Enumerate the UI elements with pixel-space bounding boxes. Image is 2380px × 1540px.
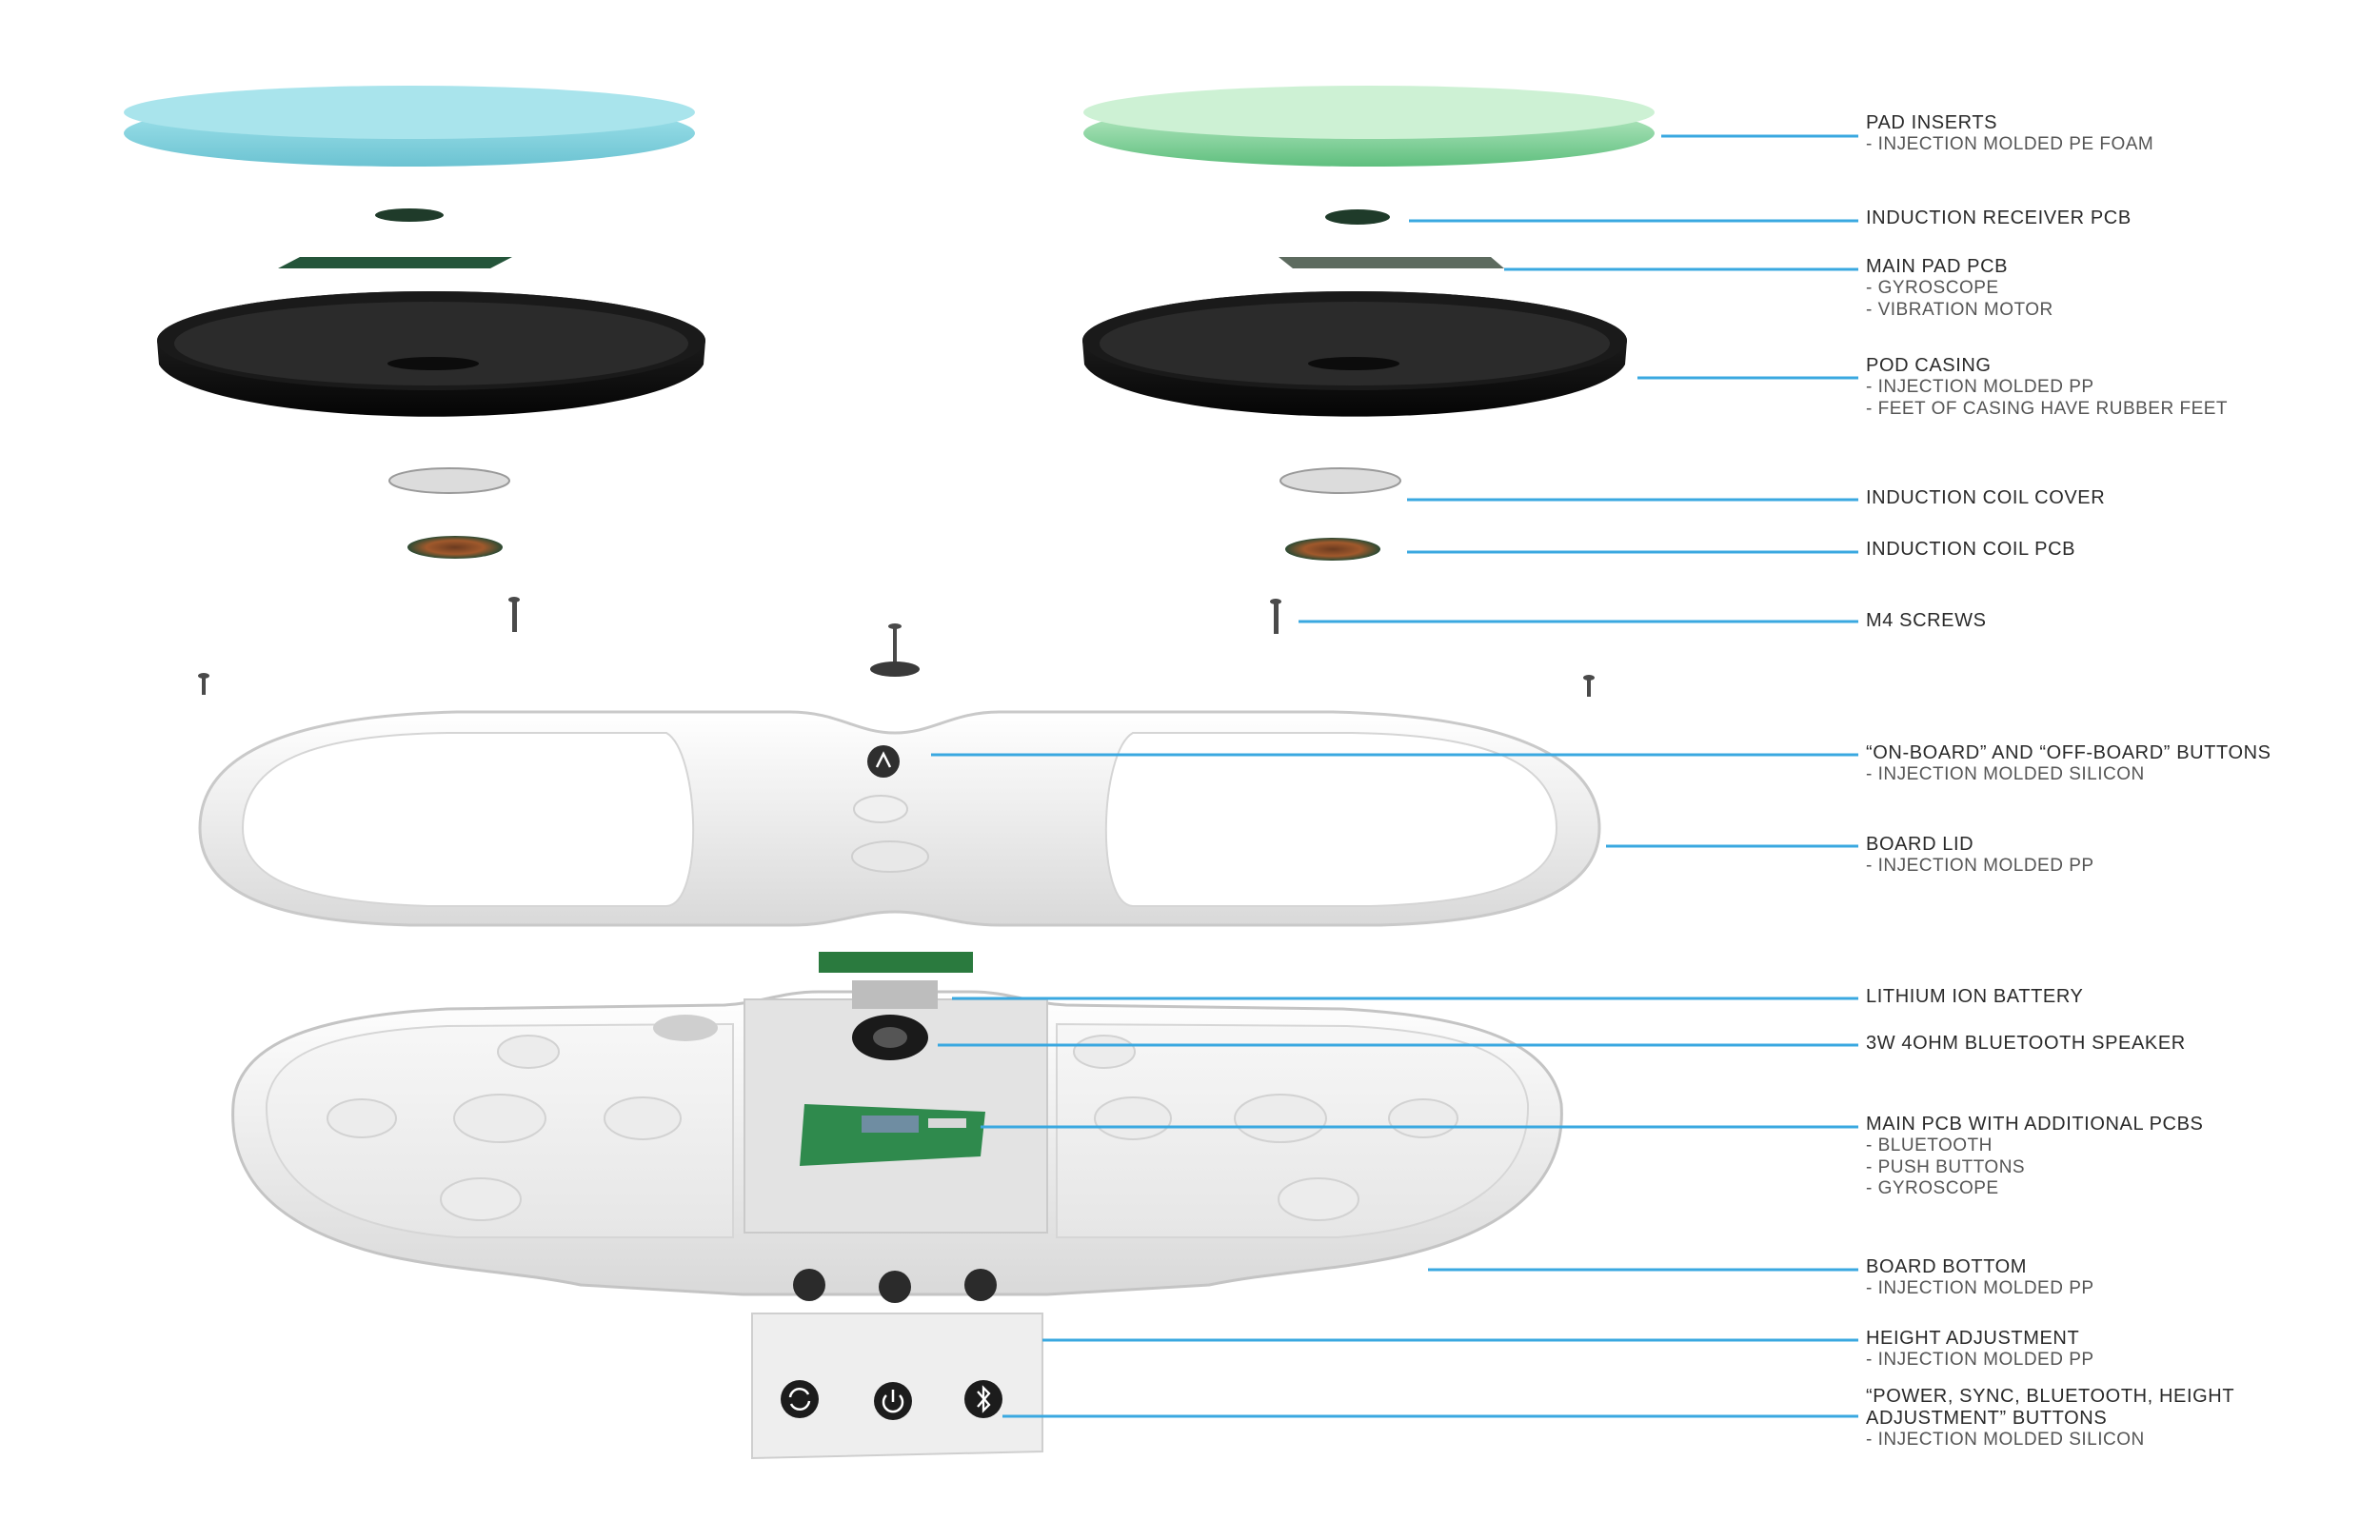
callout-board-bottom: BOARD BOTTOM- INJECTION MOLDED PP (1866, 1256, 2361, 1300)
callout-detail: - INJECTION MOLDED PP (1866, 1278, 2094, 1298)
callout-title: BOARD BOTTOM (1866, 1256, 2028, 1277)
callout-title: INDUCTION COIL PCB (1866, 539, 2076, 560)
callout-title: “ON-BOARD” AND “OFF-BOARD” BUTTONS (1866, 742, 2271, 763)
callout-title: “POWER, SYNC, BLUETOOTH, HEIGHT (1866, 1386, 2235, 1407)
pad-insert-left (124, 86, 695, 167)
callout-title: BOARD LID (1866, 834, 1974, 855)
callout-title: LITHIUM ION BATTERY (1866, 986, 2084, 1007)
callout-title: INDUCTION RECEIVER PCB (1866, 207, 2132, 228)
callout-main-pad-pcb: MAIN PAD PCB- GYROSCOPE- VIBRATION MOTOR (1866, 256, 2361, 321)
callout-board-lid: BOARD LID- INJECTION MOLDED PP (1866, 834, 2361, 878)
callout-board-buttons: “ON-BOARD” AND “OFF-BOARD” BUTTONS- INJE… (1866, 742, 2361, 786)
callout-detail: - VIBRATION MOTOR (1866, 299, 2053, 320)
callout-title: HEIGHT ADJUSTMENT (1866, 1328, 2080, 1349)
callout-bluetooth-speaker: 3W 4OHM BLUETOOTH SPEAKER (1866, 1033, 2361, 1055)
callout-induction-receiver-pcb: INDUCTION RECEIVER PCB (1866, 207, 2361, 229)
main-pad-pcb-right (1279, 257, 1504, 268)
height-adjustment (751, 1313, 1043, 1460)
main-pad-pcb-left (278, 257, 512, 268)
callout-induction-coil-pcb: INDUCTION COIL PCB (1866, 539, 2361, 561)
pod-casing-left (157, 291, 705, 417)
callout-title: 3W 4OHM BLUETOOTH SPEAKER (1866, 1033, 2186, 1054)
callout-title: PAD INSERTS (1866, 112, 1998, 133)
pod-casing-right (1082, 291, 1627, 417)
callout-title: POD CASING (1866, 355, 1992, 376)
callout-detail: - GYROSCOPE (1866, 278, 1999, 298)
pad-insert-right (1083, 86, 1655, 167)
leader-lines (931, 134, 1858, 1418)
callout-detail: - GYROSCOPE (1866, 1178, 1999, 1198)
callout-lithium-ion-battery: LITHIUM ION BATTERY (1866, 986, 2361, 1008)
callout-height-adjustment: HEIGHT ADJUSTMENT- INJECTION MOLDED PP (1866, 1328, 2361, 1372)
callout-detail: - BLUETOOTH (1866, 1135, 1993, 1155)
callout-title-continued: ADJUSTMENT” BUTTONS (1866, 1408, 2108, 1429)
callout-detail: - PUSH BUTTONS (1866, 1156, 2026, 1177)
callout-m4-screws: M4 SCREWS (1866, 610, 2361, 632)
callout-detail: - INJECTION MOLDED PP (1866, 377, 2094, 397)
induction-receiver-pcb-left (375, 208, 444, 222)
main-pcb (800, 1104, 985, 1166)
callout-title: INDUCTION COIL COVER (1866, 487, 2106, 508)
callout-pad-inserts: PAD INSERTS- INJECTION MOLDED PE FOAM (1866, 112, 2361, 156)
bluetooth-speaker (852, 980, 938, 1060)
lithium-ion-battery (819, 952, 973, 973)
callout-main-pcb: MAIN PCB WITH ADDITIONAL PCBS- BLUETOOTH… (1866, 1114, 2361, 1200)
induction-receiver-pcb-right (1325, 209, 1390, 225)
induction-coil-pcb-right (1285, 538, 1380, 561)
callout-detail: - INJECTION MOLDED PP (1866, 856, 2094, 876)
induction-coil-pcb-left (407, 536, 503, 559)
callout-title: M4 SCREWS (1866, 610, 1987, 631)
on-board-icon (867, 745, 900, 778)
callout-induction-coil-cover: INDUCTION COIL COVER (1866, 487, 2361, 509)
board-lid (198, 710, 1601, 927)
callout-detail: - INJECTION MOLDED PP (1866, 1350, 2094, 1370)
callout-detail: - INJECTION MOLDED SILICON (1866, 1430, 2145, 1450)
callout-detail: - FEET OF CASING HAVE RUBBER FEET (1866, 398, 2229, 419)
callout-detail: - INJECTION MOLDED PE FOAM (1866, 134, 2154, 154)
callout-pod-casing: POD CASING- INJECTION MOLDED PP- FEET OF… (1866, 355, 2361, 420)
callout-title: MAIN PAD PCB (1866, 256, 2009, 277)
callout-detail: - INJECTION MOLDED SILICON (1866, 764, 2145, 784)
sync-icon (781, 1380, 819, 1418)
induction-coil-cover-left (388, 467, 510, 494)
callout-title: MAIN PCB WITH ADDITIONAL PCBS (1866, 1114, 2204, 1135)
induction-coil-cover-right (1279, 467, 1401, 494)
